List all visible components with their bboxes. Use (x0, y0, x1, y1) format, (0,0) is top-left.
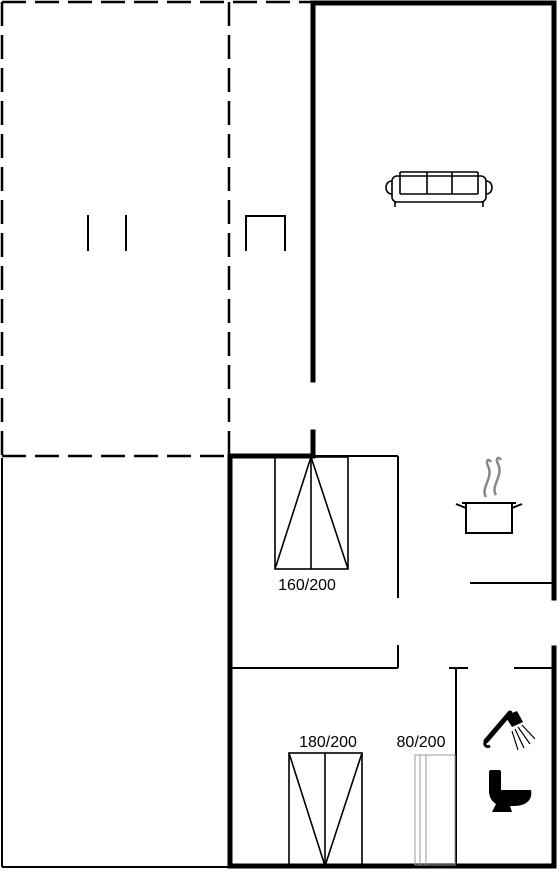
walls-thin (1, 455, 554, 868)
bed-size-label-160-200: 160/200 (278, 577, 336, 594)
terrace-furniture (87, 215, 286, 251)
bed-size-label-80-200: 80/200 (397, 734, 446, 751)
double-bed-1 (274, 454, 349, 570)
cooking-pot-icon (455, 456, 523, 534)
walls-thick (227, 0, 557, 869)
shower-icon (483, 710, 536, 751)
sofa-icon (385, 171, 493, 207)
bed-size-label-180-200: 180/200 (299, 734, 357, 751)
toilet-icon (489, 770, 532, 812)
terrace-dashed-outline (0, 0, 313, 458)
double-bed-2 (288, 752, 363, 869)
single-bed (414, 754, 456, 866)
